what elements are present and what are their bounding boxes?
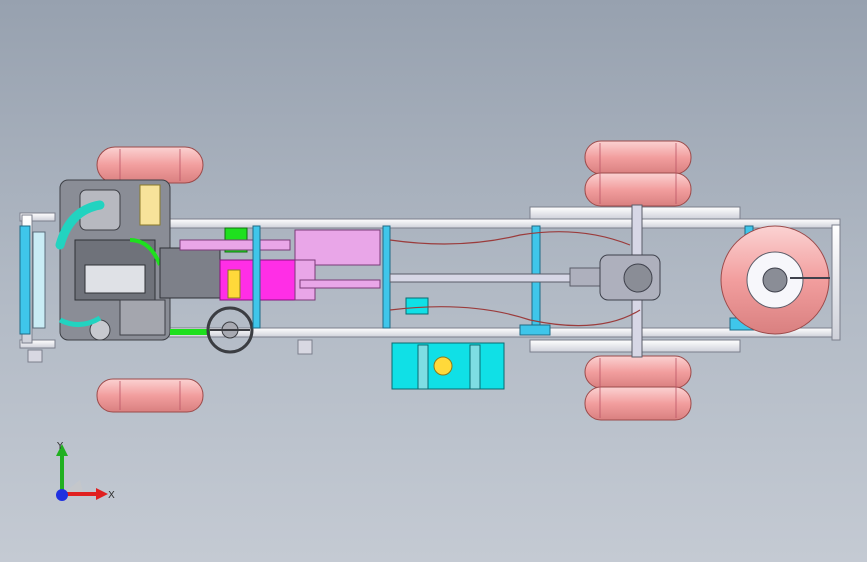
brake-lines: [389, 231, 641, 327]
y-axis-arrow: [56, 444, 68, 456]
y-axis-label: Y: [56, 441, 64, 452]
axis-triad: Y X: [56, 441, 115, 501]
fuel-tank[interactable]: [391, 297, 505, 390]
engine-block[interactable]: [59, 179, 171, 341]
x-axis-arrow: [96, 488, 108, 500]
rear-right-dual-tires[interactable]: [584, 355, 692, 421]
rear-axle[interactable]: [599, 204, 661, 358]
rear-left-dual-tires[interactable]: [584, 140, 692, 207]
driveshaft[interactable]: [389, 267, 601, 287]
x-axis-label: X: [108, 490, 115, 501]
coolant-hoses: [55, 200, 210, 335]
z-axis-dot: [56, 489, 68, 501]
spare-tire[interactable]: [720, 225, 830, 335]
front-left-tire[interactable]: [96, 146, 204, 184]
radiator[interactable]: [19, 225, 46, 335]
front-right-tire[interactable]: [96, 378, 204, 413]
cab-mount-cylinders[interactable]: [179, 229, 381, 301]
gearbox[interactable]: [159, 227, 296, 301]
steering-wheel[interactable]: [206, 306, 254, 354]
